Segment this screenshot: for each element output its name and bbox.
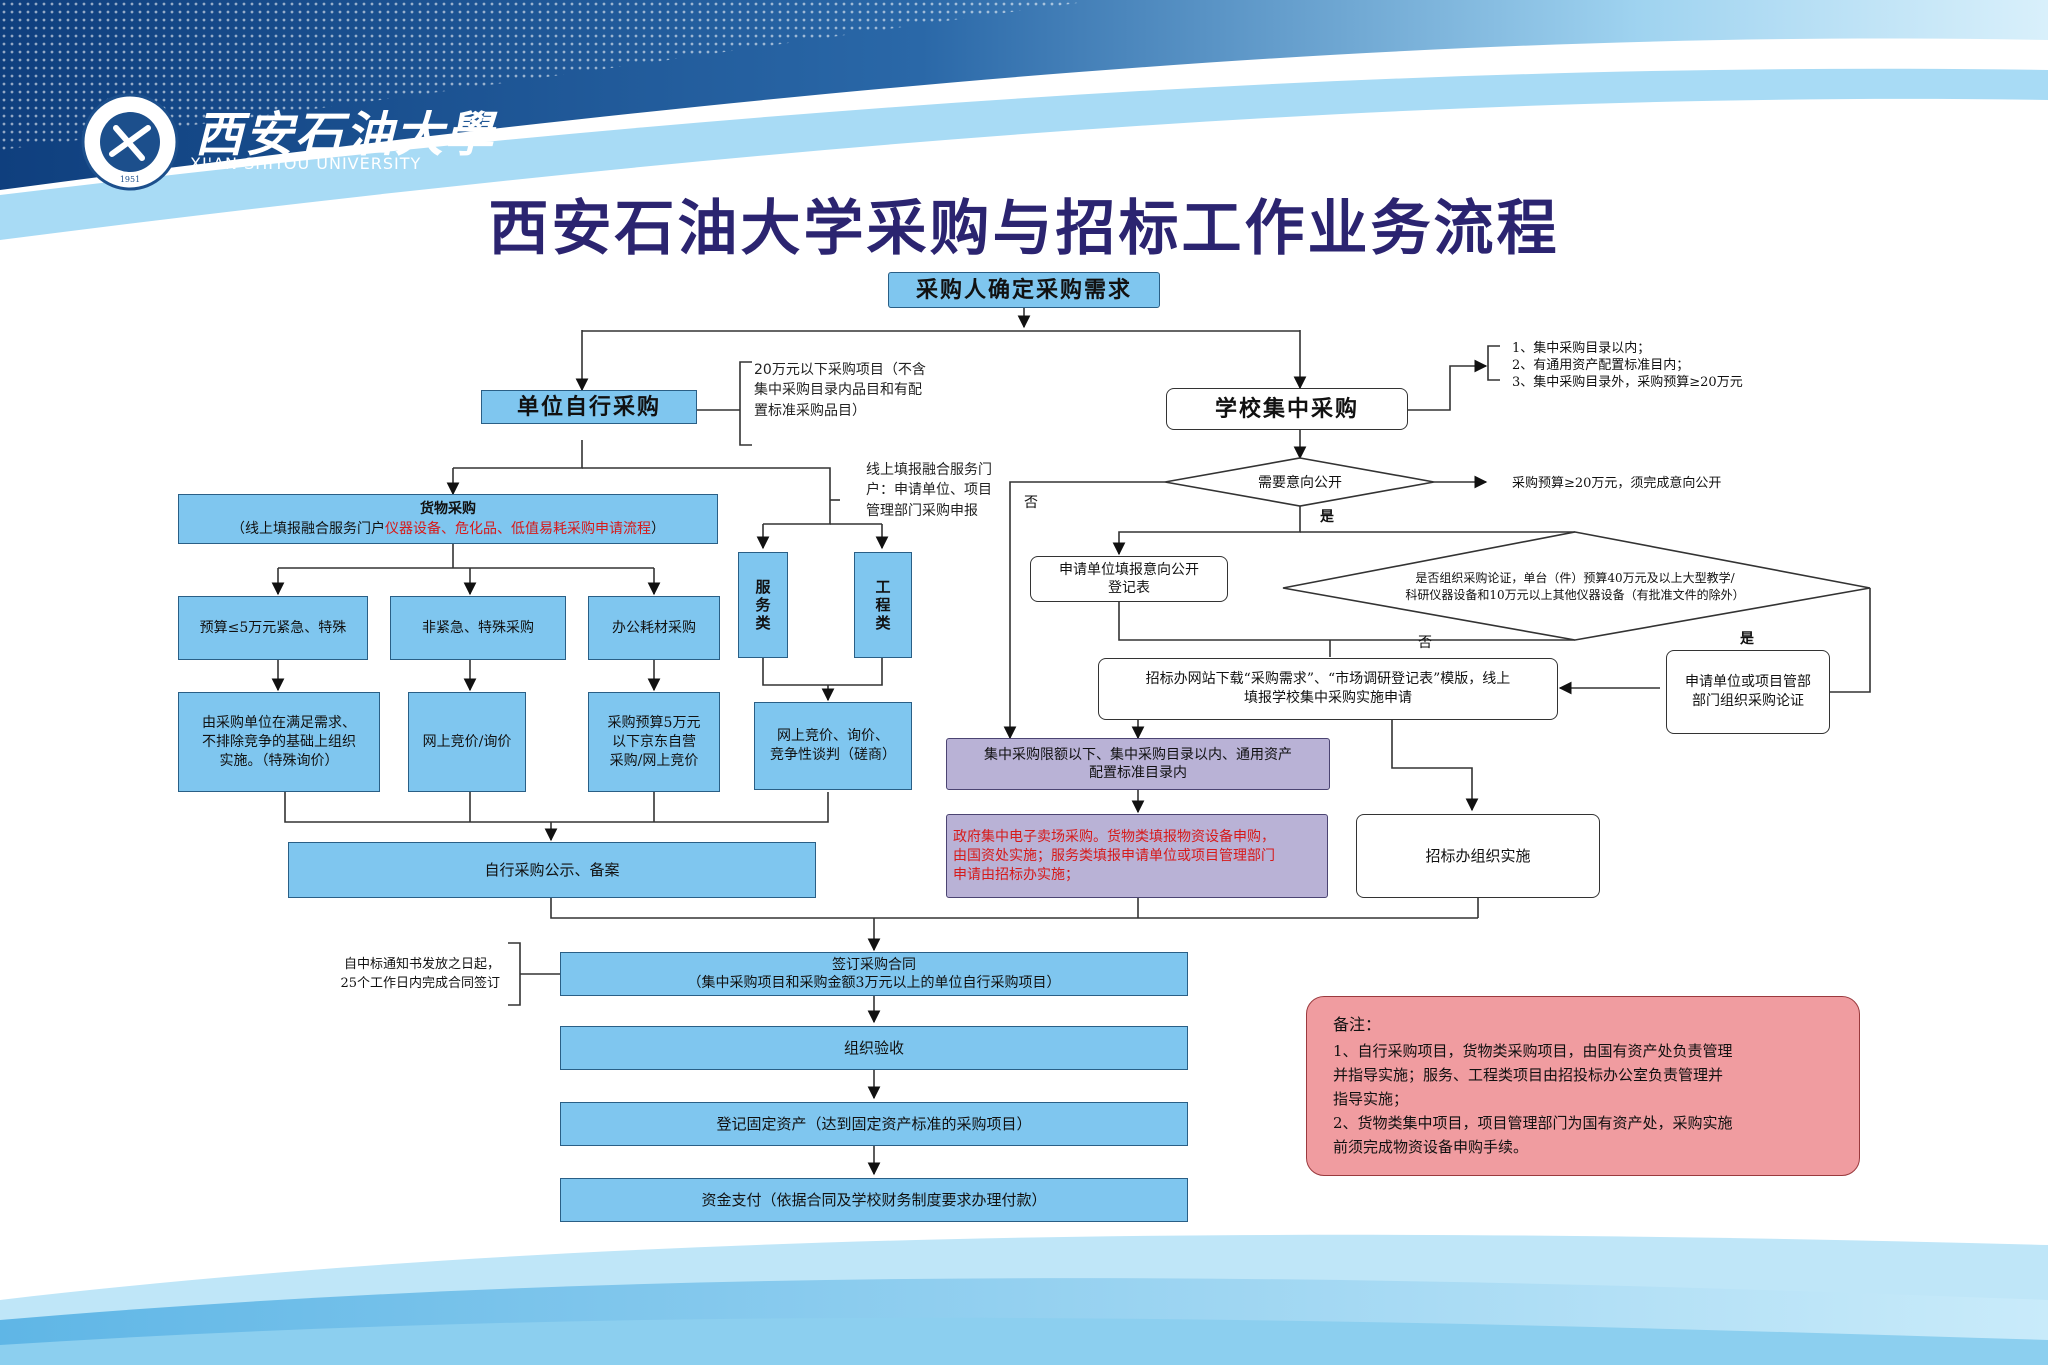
seal-year-text: 1951	[120, 175, 140, 184]
goods-method-online-bid: 网上竞价/询价	[408, 692, 526, 792]
intent-rule-text: 采购预算≥20万元，须完成意向公开	[1512, 476, 1722, 491]
engineering-category-box: 工 程 类	[854, 552, 912, 658]
header-dots	[0, 0, 1100, 150]
download-apply-box: 招标办网站下载“采购需求”、“市场调研登记表”模版，线上 填报学校集中采购实施申…	[1098, 658, 1558, 720]
demo-org-box: 申请单位或项目管部 部门组织采购论证	[1666, 650, 1830, 734]
self-purchase-note: 20万元以下采购项目（不含 集中采购目录内品目和有配 置标准采购品目）	[754, 362, 926, 419]
goods-purchase-subtitle: （线上填报融合服务门户仪器设备、危化品、低值易耗采购申请流程）	[231, 519, 665, 539]
central-purchase-box: 学校集中采购	[1166, 388, 1408, 430]
footer-swoosh-front	[0, 1317, 2048, 1365]
university-seal-logo: 1951	[81, 93, 179, 191]
goods-method-jd: 采购预算5万元 以下京东自营 采购/网上竞价	[588, 692, 720, 792]
self-purchase-box: 单位自行采购	[481, 390, 697, 424]
goods-purchase-box: 货物采购 （线上填报融合服务门户仪器设备、危化品、低值易耗采购申请流程）	[178, 494, 718, 544]
goods-sub-suffix: ）	[651, 521, 665, 537]
goods-branch-normal: 非紧急、特殊采购	[390, 596, 566, 660]
demo-no-label: 否	[1418, 635, 1432, 651]
acceptance-box: 组织验收	[560, 1026, 1188, 1070]
service-category-box: 服 务 类	[738, 552, 788, 658]
goods-sub-prefix: （线上填报融合服务门户	[231, 521, 385, 537]
remarks-panel: 备注： 1、自行采购项目，货物类采购项目，由国有资产处负责管理 并指导实施；服务…	[1306, 996, 1860, 1176]
service-method-box: 网上竞价、询价、 竞争性谈判（磋商）	[754, 702, 912, 790]
goods-method-special-inquiry: 由采购单位在满足需求、 不排除竞争的基础上组织 实施。（特殊询价）	[178, 692, 380, 792]
central-conditions: 1、集中采购目录以内； 2、有通用资产配置标准目内； 3、集中采购目录外，采购预…	[1512, 340, 1743, 391]
central-condition-1: 1、集中采购目录以内；	[1512, 341, 1651, 356]
remarks-body: 1、自行采购项目，货物类采购项目，由国有资产处负责管理 并指导实施；服务、工程类…	[1333, 1042, 1733, 1156]
page-title: 西安石油大学采购与招标工作业务流程	[488, 194, 1560, 264]
logo-english: XI'AN SHIYOU UNIVERSITY	[190, 154, 422, 173]
remarks-title: 备注：	[1333, 1015, 1382, 1034]
online-report-note: 线上填报融合服务门 户：申请单位、项目 管理部门采购申报	[866, 462, 992, 519]
goods-branch-emergency: 预算≤5万元紧急、特殊	[178, 596, 368, 660]
goods-sub-red: 仪器设备、危化品、低值易耗采购申请流程	[385, 521, 651, 537]
demo-yes-label: 是	[1740, 631, 1754, 647]
demo-diamond	[1282, 531, 1871, 641]
register-assets-box: 登记固定资产（达到固定资产标准的采购项目）	[560, 1102, 1188, 1146]
intent-diamond	[1164, 457, 1435, 507]
bid-office-box: 招标办组织实施	[1356, 814, 1600, 898]
goods-branch-office: 办公耗材采购	[588, 596, 720, 660]
intent-no-label: 否	[1024, 495, 1038, 511]
sign-contract-note: 自中标通知书发放之日起， 25个工作日内完成合同签订	[340, 957, 500, 991]
payment-box: 资金支付（依据合同及学校财务制度要求办理付款）	[560, 1178, 1188, 1222]
self-publicity-box: 自行采购公示、备案	[288, 842, 816, 898]
central-limit-box: 集中采购限额以下、集中采购目录以内、通用资产 配置标准目录内	[946, 738, 1330, 790]
central-condition-2: 2、有通用资产配置标准目内；	[1512, 358, 1690, 373]
intent-question-text: 需要意向公开	[1258, 475, 1342, 491]
header-light-swoosh	[0, 68, 2048, 240]
sign-contract-box: 签订采购合同 （集中采购项目和采购金额3万元以上的单位自行采购项目）	[560, 952, 1188, 996]
gov-mall-box: 政府集中电子卖场采购。货物类填报物资设备申购， 由国资处实施；服务类填报申请单位…	[946, 814, 1328, 898]
goods-purchase-title: 货物采购	[420, 501, 476, 517]
start-box: 采购人确定采购需求	[888, 272, 1160, 308]
logo-script: 西安石油大學	[195, 107, 496, 163]
intent-form-box: 申请单位填报意向公开 登记表	[1030, 556, 1228, 602]
central-condition-3: 3、集中采购目录外，采购预算≥20万元	[1512, 375, 1743, 390]
intent-yes-label: 是	[1320, 509, 1334, 525]
demo-question-text: 是否组织采购论证，单台（件）预算40万元及以上大型教学/ 科研仪器设备和10万元…	[1405, 571, 1745, 602]
